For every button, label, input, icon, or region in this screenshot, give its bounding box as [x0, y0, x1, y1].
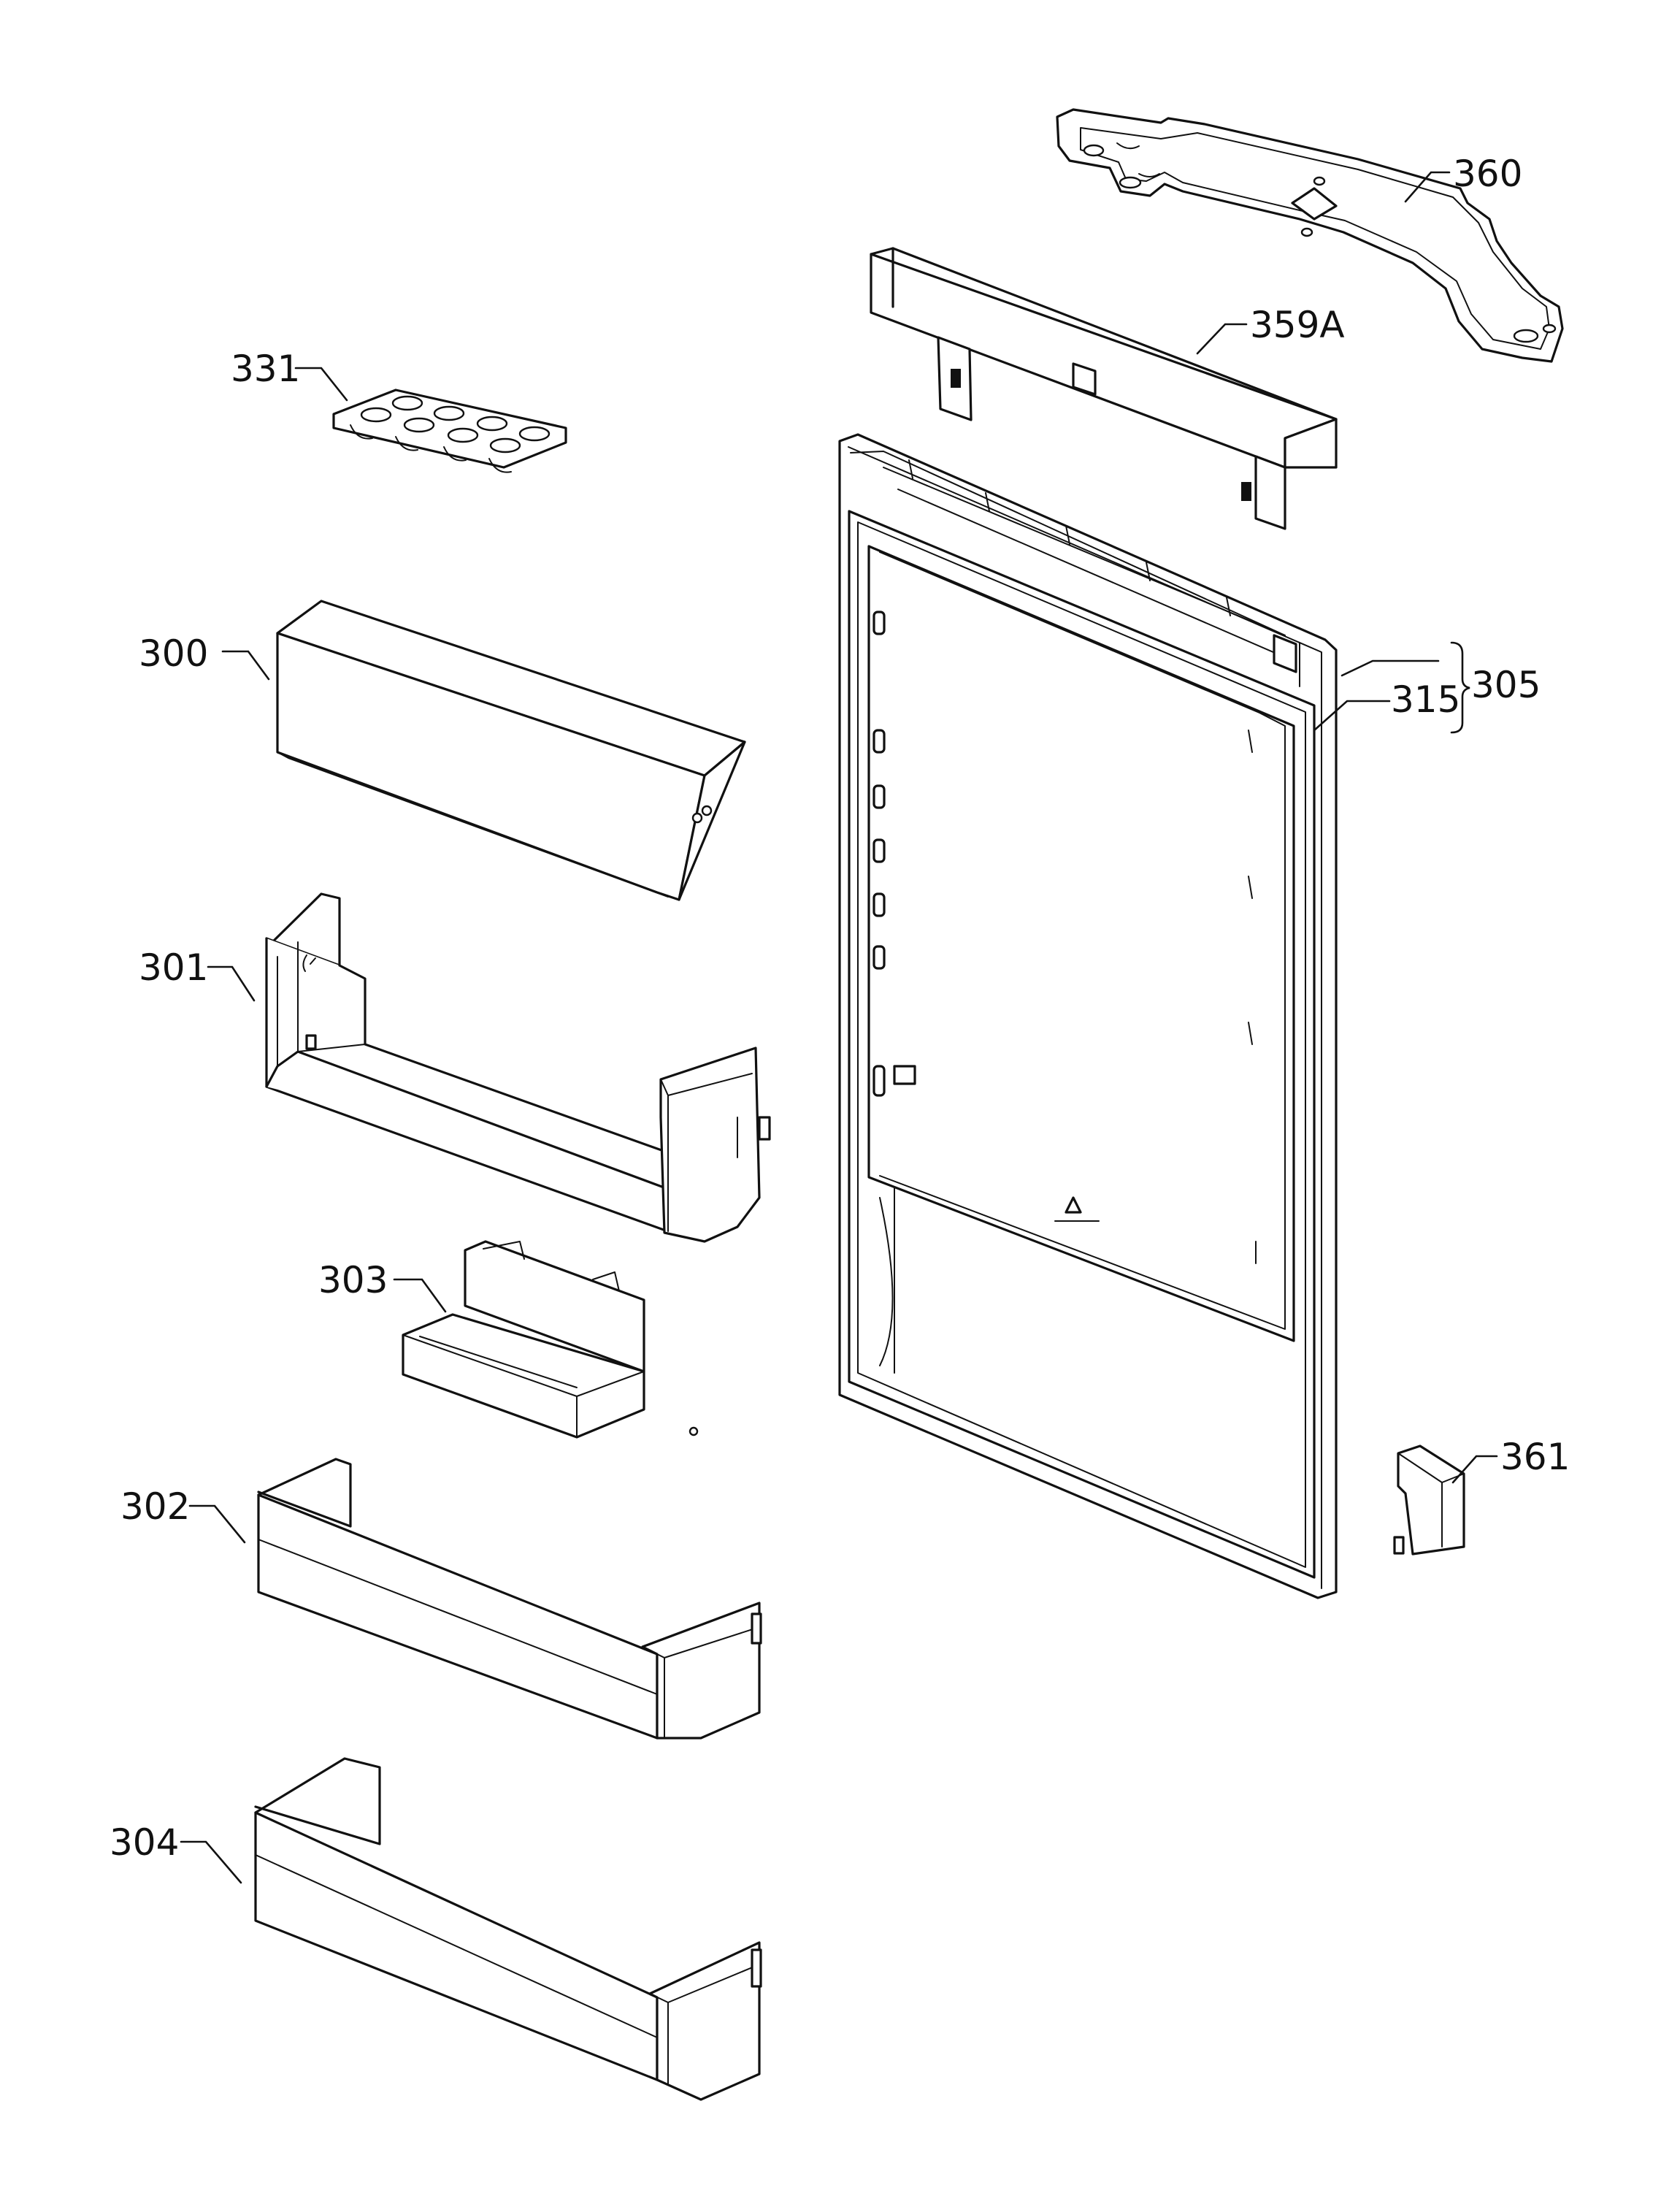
leader-302 — [188, 1504, 246, 1544]
part-301-door-shelf[interactable] — [265, 892, 771, 1243]
part-304-door-bin[interactable] — [254, 1757, 762, 2101]
leader-301 — [207, 965, 256, 1002]
callout-359a: 359A — [1250, 304, 1345, 346]
leader-300 — [221, 650, 270, 681]
callout-360: 360 — [1453, 153, 1522, 195]
leader-304 — [180, 1840, 242, 1884]
part-303-small-bin[interactable] — [402, 1240, 699, 1439]
leader-303 — [393, 1278, 447, 1313]
part-300-shelf-cover[interactable] — [276, 600, 746, 901]
callout-304: 304 — [110, 1821, 179, 1864]
callout-361: 361 — [1500, 1436, 1570, 1478]
callout-302: 302 — [120, 1485, 190, 1528]
callout-300: 300 — [139, 632, 208, 675]
leader-315 — [1313, 700, 1391, 732]
brace-305-315 — [1450, 641, 1470, 734]
leader-361 — [1451, 1455, 1498, 1484]
leader-360 — [1404, 171, 1451, 203]
part-360-hinge-bracket[interactable] — [1056, 108, 1564, 363]
leader-331 — [294, 367, 348, 402]
leader-359a — [1196, 323, 1248, 355]
leader-305 — [1340, 659, 1440, 677]
part-302-door-bin[interactable] — [257, 1458, 762, 1740]
callout-303: 303 — [318, 1259, 388, 1301]
callout-331: 331 — [231, 348, 300, 390]
part-361-hinge-cover[interactable] — [1393, 1445, 1465, 1556]
callout-315: 315 — [1391, 678, 1460, 721]
callout-305: 305 — [1471, 664, 1541, 706]
callout-301: 301 — [139, 946, 208, 989]
part-331-egg-tray[interactable] — [332, 389, 567, 473]
part-359a-top-cover[interactable] — [870, 247, 1338, 530]
part-305-door-assembly[interactable] — [838, 433, 1338, 1599]
